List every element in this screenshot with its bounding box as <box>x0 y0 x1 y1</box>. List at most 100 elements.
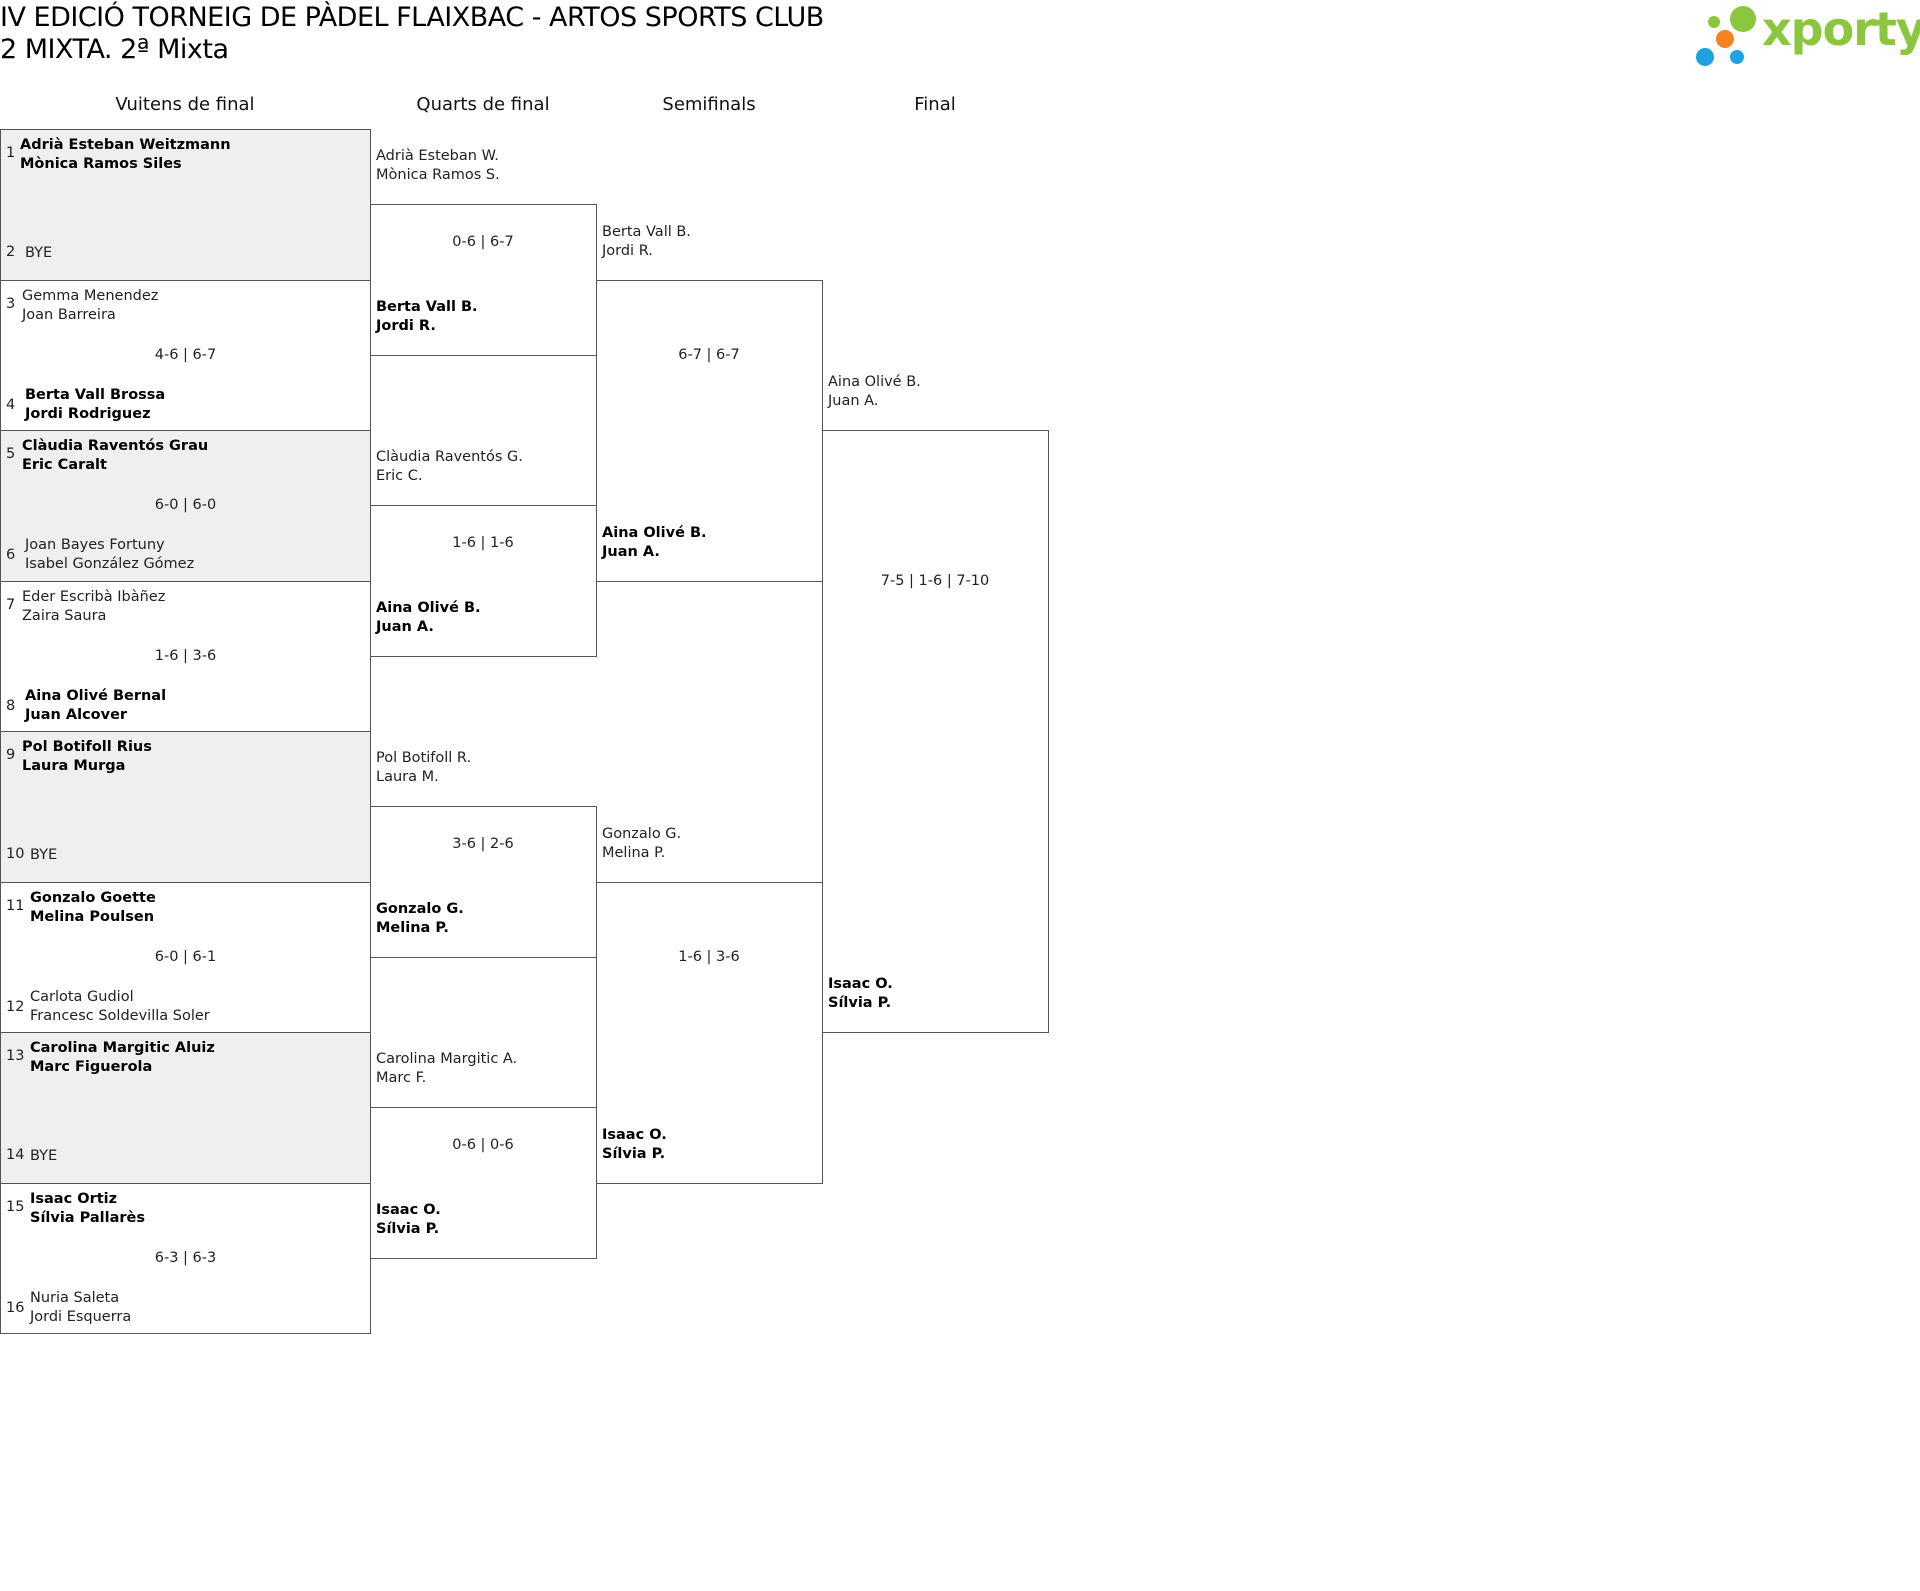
player-name: Clàudia Raventós G. <box>376 449 523 466</box>
player-name: Aina Olivé B. <box>602 524 707 541</box>
seed-number: 15 <box>6 1198 25 1215</box>
player-name: Melina P. <box>376 919 449 936</box>
logo-dot-icon <box>1696 48 1714 66</box>
player-name: Eric Caralt <box>22 457 107 473</box>
player-name: Juan Alcover <box>25 706 128 723</box>
logo-dot-icon <box>1730 50 1744 64</box>
player-name: Jordi Esquerra <box>30 1308 132 1325</box>
player-name: Joan Bayes Fortuny <box>25 537 165 553</box>
logo-dot-icon <box>1716 30 1734 48</box>
match-score: 6-3 | 6-3 <box>154 1249 217 1266</box>
match-score: 6-0 | 6-1 <box>154 948 217 965</box>
match-box <box>0 731 371 883</box>
player-name: Aina Olivé Bernal <box>25 687 167 704</box>
player-name: Jordi R. <box>602 242 653 259</box>
match-score: 1-6 | 1-6 <box>452 534 514 551</box>
match-box <box>0 129 371 281</box>
player-name: Francesc Soldevilla Soler <box>30 1007 210 1024</box>
player-name: Sílvia P. <box>828 995 892 1011</box>
seed-number: 12 <box>6 998 25 1015</box>
match-score: 0-6 | 0-6 <box>452 1136 514 1153</box>
logo-wordmark: xporty <box>1762 2 1920 56</box>
match-box <box>0 430 371 582</box>
match-score: 4-6 | 6-7 <box>154 346 217 363</box>
seed-number: 5 <box>6 446 16 462</box>
player-name: Gemma Menendez <box>22 287 159 304</box>
seed-number: 8 <box>6 697 16 714</box>
seed-number: 16 <box>6 1299 25 1316</box>
seed-number: 13 <box>6 1048 25 1064</box>
player-name: Marc F. <box>376 1070 427 1087</box>
seed-number: 10 <box>6 846 25 862</box>
seed-number: 1 <box>6 145 16 161</box>
seed-number: 3 <box>6 295 16 312</box>
player-name: Isaac Ortiz <box>30 1190 118 1207</box>
match-score: 1-6 | 3-6 <box>154 647 217 664</box>
player-name: Adrià Esteban Weitzmann <box>20 137 231 153</box>
match-score: 1-6 | 3-6 <box>678 948 740 965</box>
player-name: Marc Figuerola <box>30 1059 153 1075</box>
player-name: Berta Vall Brossa <box>25 386 166 403</box>
player-name: Jordi Rodriguez <box>25 405 151 422</box>
match-score: 7-5 | 1-6 | 7-10 <box>880 572 990 589</box>
player-name: Juan A. <box>828 393 879 409</box>
seed-number: 14 <box>6 1147 25 1163</box>
player-name: Carlota Gudiol <box>30 988 134 1005</box>
player-name: Aina Olivé B. <box>828 374 921 390</box>
round-header: Final <box>914 94 956 115</box>
player-name: Pol Botifoll Rius <box>22 739 152 755</box>
bye-label: BYE <box>30 1148 58 1164</box>
player-name: Mònica Ramos Siles <box>20 156 182 172</box>
player-name: Isabel González Gómez <box>25 556 195 572</box>
logo-dot-icon <box>1730 6 1756 32</box>
match-score: 0-6 | 6-7 <box>452 233 514 250</box>
seed-number: 2 <box>6 244 16 260</box>
player-name: Eric C. <box>376 468 423 485</box>
round-header: Vuitens de final <box>115 94 255 115</box>
match-score: 3-6 | 2-6 <box>452 835 514 852</box>
match-score: 6-0 | 6-0 <box>154 497 217 513</box>
player-name: Clàudia Raventós Grau <box>22 438 209 454</box>
player-name: Isaac O. <box>376 1201 441 1218</box>
player-name: Gonzalo Goette <box>30 889 156 906</box>
player-name: Melina P. <box>602 844 666 861</box>
player-name: Gonzalo G. <box>602 825 682 842</box>
match-box <box>822 430 1049 1033</box>
player-name: Sílvia P. <box>376 1220 440 1237</box>
round-header: Semifinals <box>662 94 756 115</box>
round-header: Quarts de final <box>416 94 550 115</box>
seed-number: 9 <box>6 747 16 763</box>
player-name: Laura Murga <box>22 758 126 774</box>
player-name: Adrià Esteban W. <box>376 148 499 165</box>
bye-label: BYE <box>30 847 58 863</box>
player-name: Sílvia P. <box>602 1145 666 1162</box>
player-name: Berta Vall B. <box>602 223 691 240</box>
logo-dot-icon <box>1708 16 1720 28</box>
seed-number: 4 <box>6 396 16 413</box>
player-name: Isaac O. <box>602 1126 667 1143</box>
player-name: Zaira Saura <box>22 607 107 624</box>
player-name: Juan A. <box>376 618 434 635</box>
player-name: Joan Barreira <box>22 306 116 323</box>
seed-number: 7 <box>6 596 16 613</box>
seed-number: 6 <box>6 547 16 563</box>
bye-label: BYE <box>25 245 53 261</box>
player-name: Nuria Saleta <box>30 1289 120 1306</box>
player-name: Carolina Margitic Aluiz <box>30 1040 215 1056</box>
match-score: 6-7 | 6-7 <box>678 346 740 363</box>
category-subtitle: 2 MIXTA. 2ª Mixta <box>0 34 229 65</box>
player-name: Melina Poulsen <box>30 908 155 925</box>
player-name: Juan A. <box>602 543 660 560</box>
player-name: Carolina Margitic A. <box>376 1051 518 1068</box>
seed-number: 11 <box>6 897 25 914</box>
player-name: Jordi R. <box>376 317 436 334</box>
player-name: Gonzalo G. <box>376 900 464 917</box>
player-name: Mònica Ramos S. <box>376 167 500 184</box>
player-name: Isaac O. <box>828 976 893 992</box>
xporty-logo[interactable]: xporty <box>1694 2 1920 70</box>
player-name: Berta Vall B. <box>376 298 478 315</box>
player-name: Eder Escribà Ibàñez <box>22 588 166 605</box>
match-box <box>0 1032 371 1184</box>
player-name: Laura M. <box>376 769 439 786</box>
player-name: Sílvia Pallarès <box>30 1209 146 1226</box>
